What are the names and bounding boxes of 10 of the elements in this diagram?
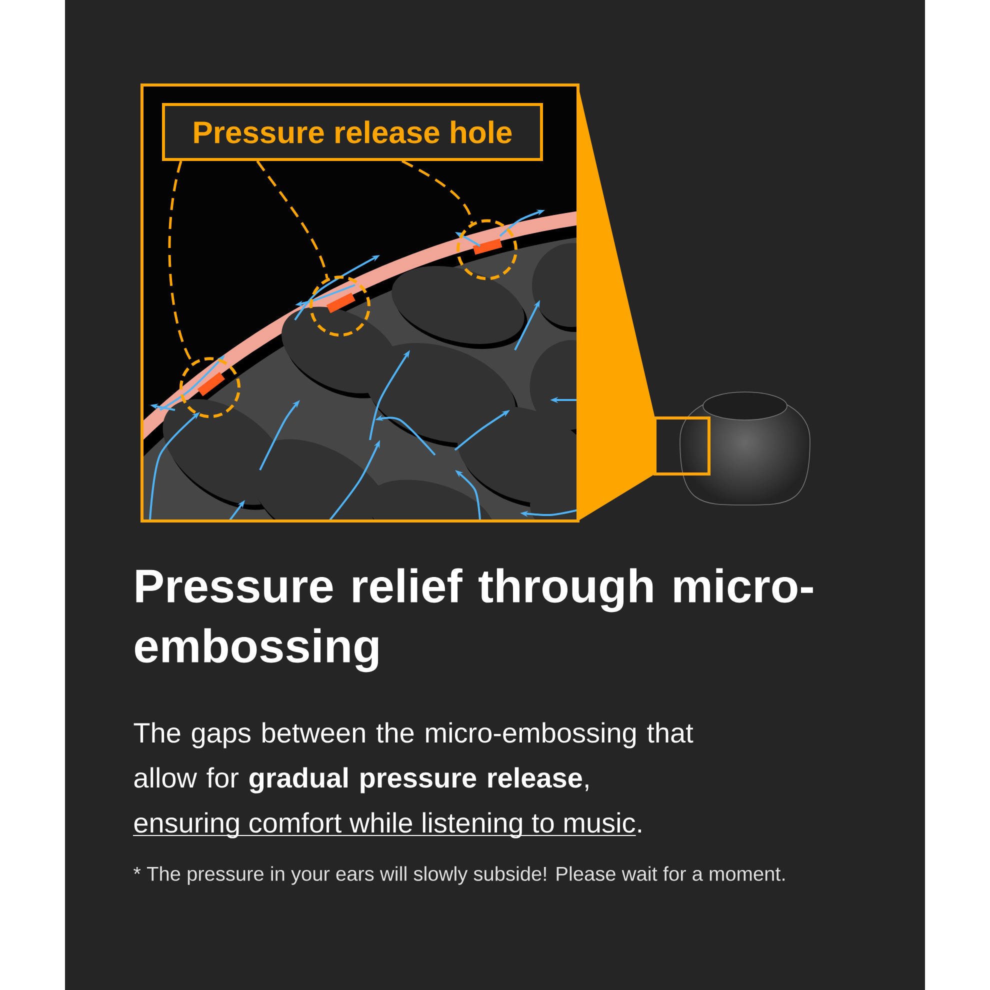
leader-line — [401, 160, 473, 224]
hole-marker — [456, 219, 518, 280]
hole-marker — [310, 276, 370, 337]
heading: Pressure relief through micro-embossing — [135, 568, 813, 672]
hole-marker — [180, 357, 240, 418]
callout-box: Pressure release hole — [162, 103, 543, 161]
leader-line — [256, 160, 328, 279]
footnote: * The pressure in your ears will slowly subside! Please wait for a moment. — [134, 866, 784, 885]
body-text: The gaps between the micro-embossing that allow for gradual pressure release, — [134, 722, 694, 794]
underlined-text: ensuring comfort while listening to music. — [132, 812, 641, 838]
